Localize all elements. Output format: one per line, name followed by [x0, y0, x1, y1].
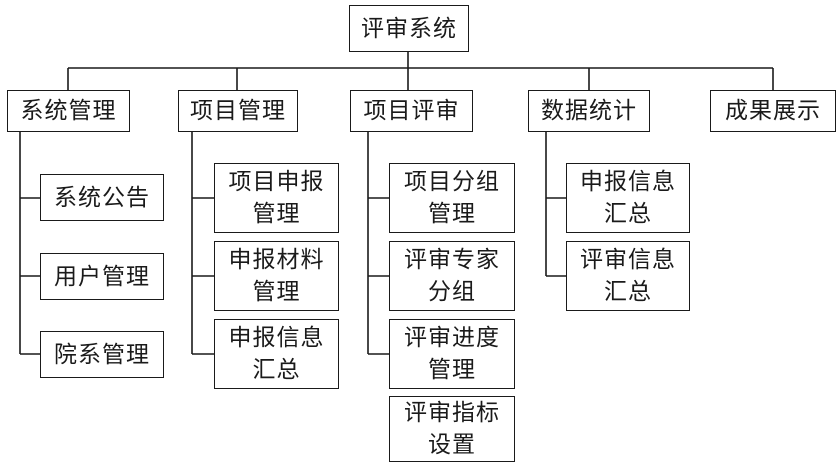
function-node: 用户管理	[40, 253, 164, 300]
function-label-line: 项目申报	[228, 169, 325, 195]
function-label-line: 分组	[428, 279, 476, 305]
module-node: 系统管理	[7, 90, 130, 132]
function-node: 评审专家 分组	[389, 241, 515, 311]
function-node: 评审进度 管理	[389, 319, 515, 389]
function-label-line: 评审专家	[404, 247, 500, 273]
function-label-line: 汇总	[604, 279, 652, 305]
function-node: 评审指标 设置	[389, 396, 515, 462]
module-label: 项目管理	[190, 98, 286, 124]
module-label: 成果展示	[725, 98, 821, 124]
function-label-line: 管理	[252, 201, 301, 227]
function-label-line: 申报信息	[580, 169, 676, 195]
function-node: 院系管理	[40, 331, 164, 378]
function-label-line: 项目分组	[404, 169, 500, 195]
function-node: 申报材料 管理	[214, 241, 339, 311]
function-label-line: 评审进度	[404, 325, 500, 351]
function-label: 院系管理	[54, 341, 150, 368]
function-node: 申报信息 汇总	[214, 319, 339, 389]
function-label-line: 设置	[428, 432, 476, 458]
function-label-line: 评审指标	[404, 400, 500, 426]
function-label-line: 申报信息	[228, 325, 325, 351]
module-label: 项目评审	[363, 98, 460, 124]
function-label-line: 管理	[428, 357, 476, 383]
module-node: 项目管理	[178, 90, 298, 132]
function-node: 评审信息 汇总	[566, 241, 690, 311]
root-label: 评审系统	[361, 15, 457, 42]
module-node: 数据统计	[528, 90, 650, 132]
function-label-line: 评审信息	[580, 247, 676, 273]
function-label-line: 管理	[428, 201, 476, 227]
function-label-line: 汇总	[252, 357, 301, 383]
module-label: 系统管理	[20, 98, 117, 124]
root-node: 评审系统	[349, 5, 469, 52]
module-node: 成果展示	[710, 90, 836, 132]
module-label: 数据统计	[541, 98, 637, 124]
function-node: 申报信息 汇总	[566, 163, 690, 233]
function-label-line: 申报材料	[228, 247, 325, 273]
function-label: 系统公告	[54, 184, 150, 211]
function-label-line: 汇总	[604, 201, 652, 227]
function-label: 用户管理	[54, 263, 150, 290]
function-node: 项目分组 管理	[389, 163, 515, 233]
module-node: 项目评审	[350, 90, 473, 132]
function-label-line: 管理	[252, 279, 301, 305]
function-node: 项目申报 管理	[214, 163, 339, 233]
function-node: 系统公告	[40, 174, 164, 221]
